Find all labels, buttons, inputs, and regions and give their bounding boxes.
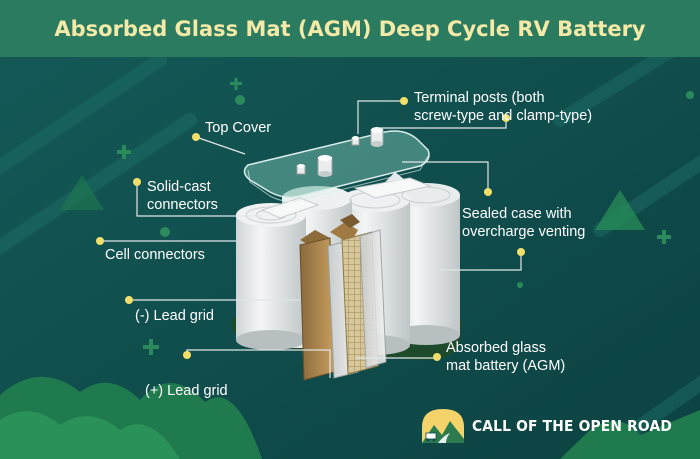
label-sealed-line1: Sealed case with bbox=[462, 206, 572, 222]
label-cell-connectors: Cell connectors bbox=[105, 247, 205, 263]
lead-plates bbox=[299, 229, 387, 381]
label-terminal-posts: Terminal posts (both screw-type and clam… bbox=[414, 89, 592, 125]
label-negative-lead-grid: (-) Lead grid bbox=[135, 308, 214, 324]
label-solid-cast-connectors: Solid-cast connectors bbox=[147, 178, 218, 214]
label-positive-lead-grid: (+) Lead grid bbox=[145, 383, 228, 399]
mountain-road-rv-logo-icon bbox=[422, 409, 464, 443]
brand-name: CALL OF THE OPEN ROAD bbox=[472, 417, 672, 435]
page-title: Absorbed Glass Mat (AGM) Deep Cycle RV B… bbox=[54, 16, 646, 41]
title-bar: Absorbed Glass Mat (AGM) Deep Cycle RV B… bbox=[0, 0, 700, 57]
label-agm-line2: mat battery (AGM) bbox=[446, 358, 566, 374]
label-terminal-line2: screw-type and clamp-type) bbox=[414, 108, 593, 124]
label-top-cover: Top Cover bbox=[205, 120, 272, 136]
label-sealed-case: Sealed case with overcharge venting bbox=[462, 205, 585, 241]
label-terminal-line1: Terminal posts (both bbox=[414, 90, 545, 106]
label-solid-cast-line1: Solid-cast bbox=[147, 179, 211, 195]
label-agm: Absorbed glass mat battery (AGM) bbox=[446, 339, 565, 375]
label-solid-cast-line2: connectors bbox=[147, 197, 218, 213]
callout-dots bbox=[96, 97, 525, 361]
label-sealed-line2: overcharge venting bbox=[462, 224, 586, 240]
top-cover bbox=[243, 130, 430, 202]
label-agm-line1: Absorbed glass bbox=[446, 340, 546, 356]
solid-cast-connectors bbox=[260, 172, 432, 219]
terminal-posts bbox=[296, 127, 384, 177]
brand: CALL OF THE OPEN ROAD bbox=[420, 407, 689, 445]
